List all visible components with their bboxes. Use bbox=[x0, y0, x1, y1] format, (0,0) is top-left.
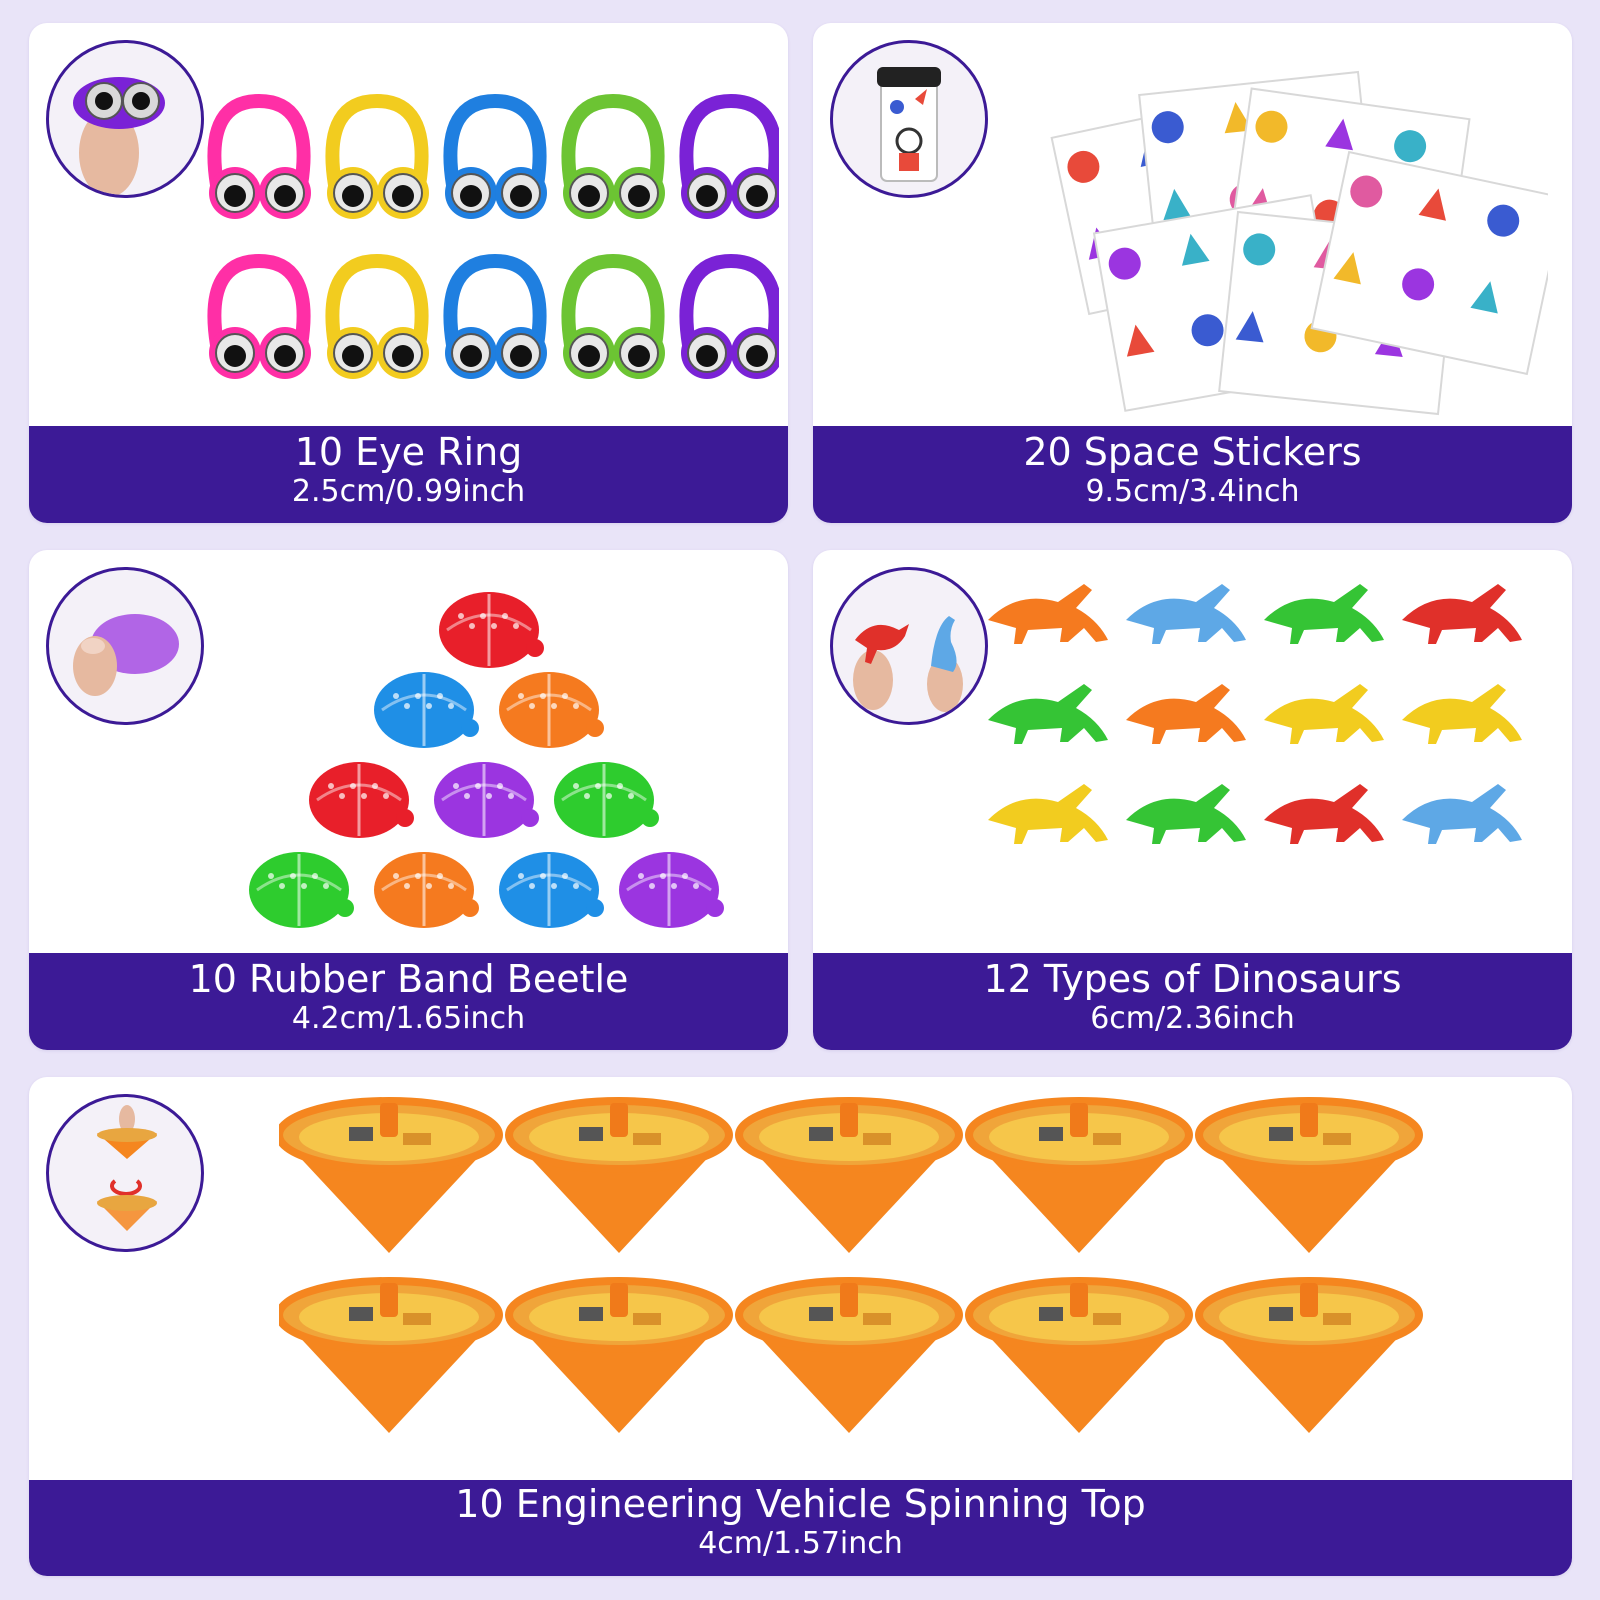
eye-ring bbox=[325, 93, 429, 219]
dinosaurs-card: 12 Types of Dinosaurs 6cm/2.36inch bbox=[813, 550, 1572, 1050]
rubber-band-beetle bbox=[439, 592, 544, 668]
eye-ring-grid bbox=[179, 93, 779, 413]
dinosaur-figure bbox=[1264, 584, 1384, 644]
dinosaur-figure bbox=[1402, 584, 1522, 644]
dinosaur-figure bbox=[988, 784, 1108, 844]
panel-title: 10 Eye Ring bbox=[294, 430, 523, 474]
panel-title: 12 Types of Dinosaurs bbox=[983, 957, 1402, 1001]
eye-ring bbox=[207, 253, 311, 379]
dinosaur-figure bbox=[1126, 784, 1246, 844]
dinosaur-figure bbox=[1126, 684, 1246, 744]
hand-dinosaur-icon bbox=[830, 567, 988, 725]
panel-size: 4cm/1.57inch bbox=[698, 1526, 903, 1561]
spinning-top bbox=[965, 1277, 1193, 1433]
spinning-top-card: 10 Engineering Vehicle Spinning Top 4cm/… bbox=[29, 1077, 1572, 1576]
eye-ring bbox=[679, 253, 779, 379]
spinning-top bbox=[505, 1277, 733, 1433]
dinosaur-figure bbox=[988, 684, 1108, 744]
rubber-band-beetle bbox=[374, 672, 479, 748]
rubber-band-beetle bbox=[499, 672, 604, 748]
spinning-top bbox=[735, 1097, 963, 1253]
spinning-top bbox=[1195, 1097, 1423, 1253]
eye-ring bbox=[679, 93, 779, 219]
eye-ring bbox=[325, 253, 429, 379]
rubber-band-beetle bbox=[434, 762, 539, 838]
spinning-top bbox=[279, 1277, 503, 1433]
rubber-band-beetle bbox=[374, 852, 479, 928]
panel-size: 2.5cm/0.99inch bbox=[291, 474, 526, 509]
dinosaur-figure bbox=[1402, 784, 1522, 844]
spinning-top bbox=[505, 1097, 733, 1253]
panel-title: 20 Space Stickers bbox=[1023, 430, 1362, 474]
spinning-top bbox=[735, 1277, 963, 1433]
rubber-band-beetle bbox=[554, 762, 659, 838]
dinosaur-grid bbox=[988, 580, 1548, 880]
eye-ring bbox=[207, 93, 311, 219]
panel-title: 10 Rubber Band Beetle bbox=[188, 957, 629, 1001]
panel-size: 4.2cm/1.65inch bbox=[291, 1001, 526, 1036]
dinosaurs-banner: 12 Types of Dinosaurs 6cm/2.36inch bbox=[813, 953, 1572, 1050]
spinning-top-rows bbox=[279, 1097, 1459, 1457]
spinning-top bbox=[1195, 1277, 1423, 1433]
finger-beetle-icon bbox=[46, 567, 204, 725]
panel-title: 10 Engineering Vehicle Spinning Top bbox=[455, 1482, 1146, 1526]
eye-ring-card: 10 Eye Ring 2.5cm/0.99inch bbox=[29, 23, 788, 523]
eye-ring bbox=[561, 253, 665, 379]
rubber-band-beetle bbox=[309, 762, 414, 838]
sticker-cup-icon bbox=[830, 40, 988, 198]
beetle-pyramid bbox=[209, 560, 729, 940]
eye-ring bbox=[443, 253, 547, 379]
panel-size: 9.5cm/3.4inch bbox=[1085, 474, 1300, 509]
sticker-sheet bbox=[1310, 150, 1548, 376]
rubber-band-beetle bbox=[499, 852, 604, 928]
panel-size: 6cm/2.36inch bbox=[1090, 1001, 1295, 1036]
spinning-top-icon bbox=[46, 1094, 204, 1252]
dinosaur-figure bbox=[1264, 684, 1384, 744]
beetle-card: 10 Rubber Band Beetle 4.2cm/1.65inch bbox=[29, 550, 788, 1050]
eye-ring bbox=[443, 93, 547, 219]
beetle-banner: 10 Rubber Band Beetle 4.2cm/1.65inch bbox=[29, 953, 788, 1050]
rubber-band-beetle bbox=[249, 852, 354, 928]
sticker-sheets bbox=[1008, 43, 1548, 433]
dinosaur-figure bbox=[1264, 784, 1384, 844]
eye-ring-banner: 10 Eye Ring 2.5cm/0.99inch bbox=[29, 426, 788, 523]
rubber-band-beetle bbox=[619, 852, 724, 928]
dinosaur-figure bbox=[1402, 684, 1522, 744]
eye-ring bbox=[561, 93, 665, 219]
finger-eye-ring-icon bbox=[46, 40, 204, 198]
space-stickers-banner: 20 Space Stickers 9.5cm/3.4inch bbox=[813, 426, 1572, 523]
space-stickers-card: 20 Space Stickers 9.5cm/3.4inch bbox=[813, 23, 1572, 523]
spinning-top bbox=[279, 1097, 503, 1253]
dinosaur-figure bbox=[988, 584, 1108, 644]
dinosaur-figure bbox=[1126, 584, 1246, 644]
spinning-top-banner: 10 Engineering Vehicle Spinning Top 4cm/… bbox=[29, 1480, 1572, 1576]
spinning-top bbox=[965, 1097, 1193, 1253]
